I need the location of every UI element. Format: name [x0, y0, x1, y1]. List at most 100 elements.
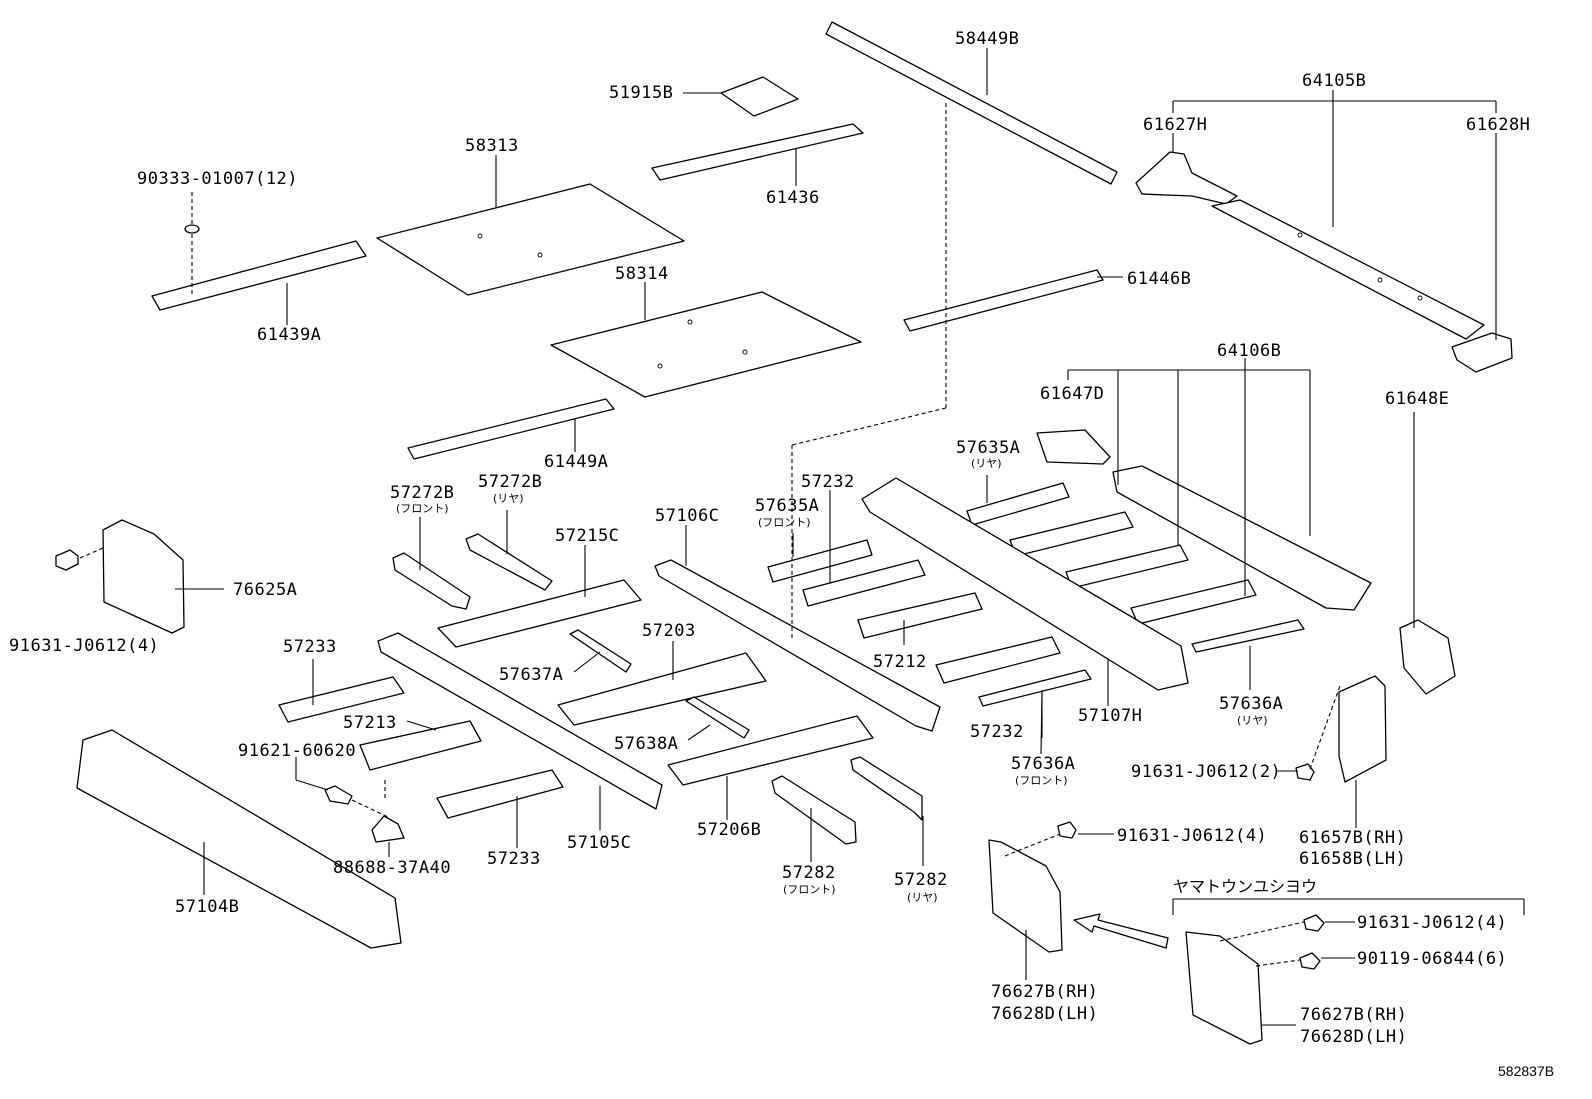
part-57106C [654, 559, 941, 732]
part-91631-bolt-b [1295, 763, 1315, 781]
part-90333-clip [184, 224, 200, 234]
label-57272B-front: 57272B [390, 483, 454, 503]
diagram-code: 582837B [1498, 1063, 1554, 1079]
label-57232-b: 57232 [970, 722, 1024, 742]
label-57215C: 57215C [555, 526, 619, 546]
sublabel-57272B-front: (フロント) [396, 502, 449, 515]
label-76628D-LH-b: 76628D(LH) [1300, 1027, 1407, 1047]
part-90119-bolt [1299, 952, 1321, 970]
callout-labels: 58449B 51915B 64105B 61627H 61628H 58313… [9, 29, 1554, 1079]
part-61647D [1036, 429, 1111, 465]
part-91631-bolt-c [1057, 821, 1077, 839]
label-57637A: 57637A [499, 665, 563, 685]
label-57105C: 57105C [567, 833, 631, 853]
label-61648E: 61648E [1385, 389, 1449, 409]
label-51915B: 51915B [609, 83, 673, 103]
label-57233-b: 57233 [487, 849, 541, 869]
part-57638A [685, 696, 750, 739]
part-57232-b [935, 636, 1061, 684]
part-57215C [437, 579, 642, 648]
sublabel-57635A-rear: (リヤ) [971, 457, 1002, 470]
label-91621-60620: 91621-60620 [238, 741, 356, 761]
label-76628D-LH-a: 76628D(LH) [991, 1004, 1098, 1024]
part-57637A [569, 629, 632, 673]
label-61449A: 61449A [544, 452, 608, 472]
part-57212 [857, 592, 983, 639]
label-57233-a: 57233 [283, 637, 337, 657]
label-57272B-rear: 57272B [478, 472, 542, 492]
label-61657B-RH: 61657B(RH) [1299, 828, 1406, 848]
label-57206B: 57206B [697, 820, 761, 840]
part-76627B-76628D-a [988, 839, 1063, 953]
part-61436 [651, 123, 864, 181]
label-58313: 58313 [465, 136, 519, 156]
part-61439A [151, 240, 367, 311]
label-61436: 61436 [766, 188, 820, 208]
label-58314: 58314 [615, 264, 669, 284]
label-57635A-rear: 57635A [956, 438, 1020, 458]
part-57206B [667, 715, 874, 786]
part-57233-a [278, 676, 405, 723]
part-57282-front [771, 775, 857, 845]
label-57635A-front: 57635A [755, 496, 819, 516]
part-57635A-rear [966, 482, 1070, 526]
label-76625A: 76625A [233, 580, 297, 600]
part-57107H [861, 477, 1189, 691]
label-57638A: 57638A [614, 734, 678, 754]
part-76625A [102, 519, 185, 634]
label-57107H: 57107H [1078, 706, 1142, 726]
label-57232-a: 57232 [801, 472, 855, 492]
label-57282-rear: 57282 [894, 870, 948, 890]
label-57636A-rear: 57636A [1219, 694, 1283, 714]
part-57232-a [802, 559, 926, 607]
label-61647D: 61647D [1040, 384, 1104, 404]
part-57635A-front [767, 539, 873, 583]
label-91631-J0612-b: 91631-J0612(2) [1131, 762, 1281, 782]
label-64106B: 64106B [1217, 341, 1281, 361]
part-91621-bolt [324, 785, 353, 805]
label-61446B: 61446B [1127, 269, 1191, 289]
sublabel-57635A-front: (フロント) [758, 516, 811, 529]
part-61648E [1399, 619, 1456, 695]
label-57282-front: 57282 [782, 863, 836, 883]
part-76627B-76628D-b [1185, 931, 1263, 1045]
label-57203: 57203 [642, 621, 696, 641]
label-61439A: 61439A [257, 325, 321, 345]
label-58449B: 58449B [955, 29, 1019, 49]
part-61446B [903, 269, 1104, 332]
label-90119-06844: 90119-06844(6) [1357, 949, 1507, 969]
label-64105B: 64105B [1302, 71, 1366, 91]
part-58313 [376, 183, 685, 296]
label-91631-J0612-a: 91631-J0612(4) [9, 636, 159, 656]
part-58449B [825, 21, 1118, 185]
part-91631-bolt-d [1303, 914, 1325, 932]
label-76627B-RH-a: 76627B(RH) [991, 982, 1098, 1002]
label-88688-37A40: 88688-37A40 [333, 858, 451, 878]
part-58314 [550, 291, 862, 398]
part-61449A [407, 398, 615, 460]
part-57272B-front [392, 552, 471, 610]
leader-lines [79, 48, 1525, 1026]
part-shapes [55, 21, 1513, 1045]
part-61657B-61658B [1338, 675, 1387, 783]
label-57106C: 57106C [655, 506, 719, 526]
label-57104B: 57104B [175, 897, 239, 917]
sublabel-57282-rear: (リヤ) [907, 891, 938, 904]
label-91631-J0612-c: 91631-J0612(4) [1117, 826, 1267, 846]
label-91631-J0612-d: 91631-J0612(4) [1357, 913, 1507, 933]
sublabel-57272B-rear: (リヤ) [493, 492, 524, 505]
label-57636A-front: 57636A [1011, 754, 1075, 774]
part-crossmember-3 [1130, 579, 1257, 625]
part-57104B [76, 729, 402, 949]
part-57233-b [436, 769, 564, 819]
part-57203 [557, 652, 767, 726]
part-88688-clip [371, 815, 405, 843]
part-61628H [1451, 332, 1513, 373]
part-51915B [720, 76, 799, 117]
label-90333-01007: 90333-01007(12) [137, 169, 298, 189]
label-61627H: 61627H [1143, 115, 1207, 135]
label-57213: 57213 [343, 713, 397, 733]
part-57282-rear [850, 756, 923, 821]
part-crossmember-2 [1065, 544, 1189, 589]
